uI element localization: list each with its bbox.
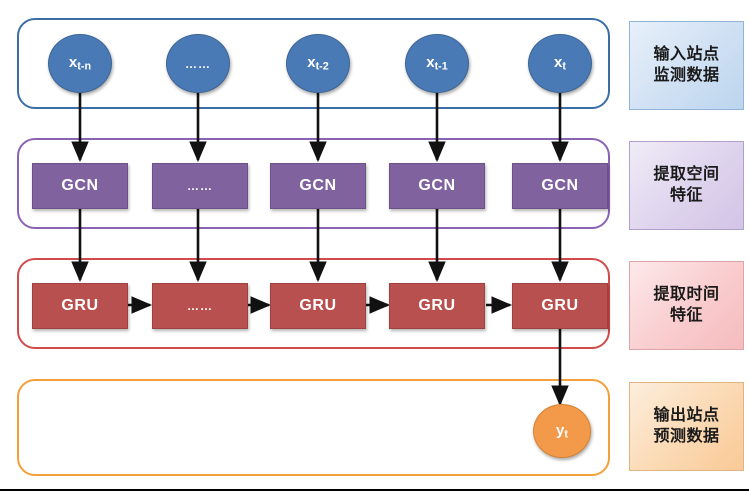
gru-node-3-label: GRU [299,297,337,314]
legend-output-line1: 输出站点 [653,407,720,425]
legend-gru-line2: 特征 [669,306,703,324]
gru-node-2[interactable]: …… [152,283,248,329]
input-node-3-label: xt-2 [307,54,329,73]
gru-node-3[interactable]: GRU [270,283,366,329]
gru-node-2-label: …… [187,299,213,313]
legend-input-line2: 监测数据 [653,66,720,84]
legend-gru-line1: 提取时间 [653,286,720,304]
input-node-1[interactable]: xt-n [48,34,112,93]
gru-node-1-label: GRU [61,297,99,314]
legend-input-line1: 输入站点 [653,46,720,64]
gcn-node-3[interactable]: GCN [270,163,366,209]
gcn-node-4-label: GCN [418,177,456,194]
input-node-1-label: xt-n [68,54,92,73]
gcn-node-4[interactable]: GCN [389,163,485,209]
legend-gcn-line1: 提取空间 [653,166,720,184]
gcn-node-5-label: GCN [541,177,579,194]
gcn-node-5[interactable]: GCN [512,163,608,209]
output-group-frame [17,379,610,476]
legend-gru: 提取时间 特征 [629,261,744,350]
input-node-3[interactable]: xt-2 [286,34,350,93]
gru-node-1[interactable]: GRU [32,283,128,329]
legend-output: 输出站点 预测数据 [629,382,744,471]
gcn-group-frame [17,138,610,229]
bottom-rule [0,489,749,491]
input-group-frame [17,18,610,109]
legend-output-line2: 预测数据 [653,427,720,445]
input-node-5[interactable]: xt [528,34,592,93]
input-node-2[interactable]: …… [166,34,230,93]
legend-input: 输入站点 监测数据 [629,21,744,110]
input-node-2-label: …… [185,56,211,71]
gcn-node-2-label: …… [187,179,213,193]
gru-node-4-label: GRU [418,297,456,314]
legend-gcn-line2: 特征 [669,186,703,204]
gcn-node-1[interactable]: GCN [32,163,128,209]
gru-node-5-label: GRU [541,297,579,314]
gcn-node-1-label: GCN [61,177,99,194]
gcn-node-3-label: GCN [299,177,337,194]
gru-node-4[interactable]: GRU [389,283,485,329]
input-node-5-label: xt [554,54,566,73]
output-node-yt[interactable]: yt [533,404,591,458]
gcn-node-2[interactable]: …… [152,163,248,209]
output-node-yt-label: yt [556,421,568,441]
gru-node-5[interactable]: GRU [512,283,608,329]
legend-gcn: 提取空间 特征 [629,141,744,230]
input-node-4[interactable]: xt-1 [405,34,469,93]
gru-group-frame [17,258,610,349]
input-node-4-label: xt-1 [426,54,448,73]
